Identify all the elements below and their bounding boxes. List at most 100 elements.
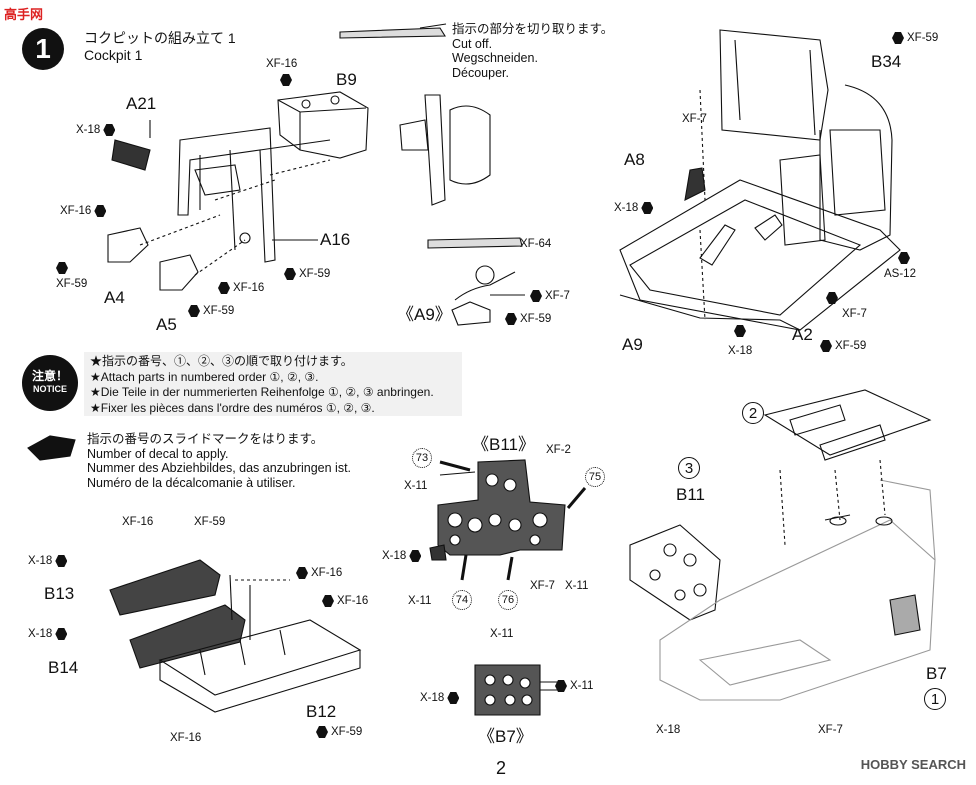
- paint-callout: XF-16: [218, 282, 264, 294]
- paint-hex-icon: [103, 124, 116, 136]
- paint-callout: X-18: [656, 724, 681, 736]
- cut-off-instruction: 指示の部分を切り取ります。 Cut off. Wegschneiden. Déc…: [452, 22, 613, 80]
- part-label-a4: A4: [104, 288, 125, 307]
- cut-off-line-jp: 指示の部分を切り取ります。: [452, 22, 614, 36]
- paint-hex-icon: [55, 628, 68, 640]
- cockpit-tub-drawing: [620, 30, 900, 330]
- notice-line-en: ★Attach parts in numbered order ①, ②, ③.: [90, 369, 319, 384]
- order-circle-1: 1: [924, 688, 946, 710]
- paint-hex-icon: [641, 202, 654, 214]
- part-label-b7: B7: [926, 664, 947, 683]
- gun-assembly-drawing: [110, 560, 360, 712]
- paint-callout: X-11: [490, 628, 514, 640]
- paint-callout: XF-59: [820, 340, 866, 352]
- paint-callout: XF-59: [284, 268, 330, 280]
- paint-callout: XF-7: [682, 113, 707, 125]
- paint-callout: XF-7: [818, 724, 843, 736]
- paint-hex-icon: [280, 74, 292, 86]
- decal-number-76: 76: [498, 590, 518, 610]
- paint-callout: XF-16: [296, 567, 342, 579]
- notice-badge-jp: 注意！: [31, 369, 68, 383]
- watermark: HOBBY SEARCH: [860, 757, 966, 772]
- paint-callout: X-18: [382, 550, 422, 562]
- paint-callout: XF-59: [892, 32, 938, 44]
- paint-callout: X-18: [728, 345, 753, 357]
- paint-callout: XF-59: [505, 313, 551, 325]
- paint-callout: XF-16: [60, 205, 107, 217]
- part-label-a21: A21: [126, 94, 157, 113]
- paint-callout: X-11: [555, 680, 593, 692]
- part-label-a2: A2: [792, 325, 813, 344]
- paint-hex-icon: [55, 555, 68, 567]
- paint-hex-icon: [188, 305, 200, 317]
- paint-callout: XF-59: [316, 726, 362, 738]
- paint-hex-icon: [898, 252, 910, 264]
- paint-hex-icon: [505, 313, 517, 325]
- paint-callout: [826, 292, 838, 304]
- paint-callout: X-18: [614, 202, 654, 214]
- decal-line-fr: Numéro de la décalcomanie à utiliser.: [87, 475, 296, 490]
- paint-hex-icon: [218, 282, 230, 294]
- part-label-a8: A8: [624, 150, 645, 169]
- cockpit-frame-drawing: [108, 92, 368, 290]
- paint-callout: XF-16: [322, 595, 368, 607]
- paint-callout: X-18: [420, 692, 460, 704]
- step-title: コクピットの組み立て 1: [84, 30, 236, 46]
- paint-callout: XF-64: [520, 238, 552, 250]
- paint-callout: XF-2: [546, 444, 571, 456]
- paint-hex-icon: [316, 726, 328, 738]
- paint-callout: XF-7: [530, 580, 555, 592]
- paint-callout: X-18: [28, 628, 68, 640]
- paint-callout: XF-16: [122, 516, 154, 528]
- paint-callout: XF-16: [266, 58, 298, 70]
- page-number: 2: [496, 758, 507, 778]
- paint-hex-icon: [296, 567, 308, 579]
- paint-callout: X-18: [28, 555, 68, 567]
- part-label-a9-detail: 《A9》: [397, 305, 452, 324]
- paint-hex-icon: [826, 292, 838, 304]
- decal-instruction: 指示の番号のスライドマークをはります。 Number of decal to a…: [87, 432, 351, 490]
- part-label-b14: B14: [48, 658, 79, 677]
- part-label-a9: A9: [622, 335, 643, 354]
- paint-hex-icon: [892, 32, 904, 44]
- order-circle-3: 3: [678, 457, 700, 479]
- paint-hex-icon: [284, 268, 296, 280]
- decal-line-en: Number of decal to apply.: [87, 446, 229, 461]
- part-label-b11-detail: 《B11》: [472, 435, 535, 454]
- cut-off-drawing: [340, 24, 525, 325]
- part-label-b9: B9: [336, 70, 357, 89]
- paint-callout: X-18: [76, 124, 116, 136]
- paint-hex: [280, 74, 292, 86]
- notice-line-jp: ★指示の番号、①、②、③の順で取り付けます。: [90, 354, 353, 368]
- decal-line-jp: 指示の番号のスライドマークをはります。: [87, 432, 324, 446]
- decal-number-74: 74: [452, 590, 472, 610]
- part-label-b34: B34: [871, 52, 902, 71]
- notice-line-fr: ★Fixer les pièces dans l'ordre des numér…: [90, 400, 375, 415]
- cut-off-line-en: Cut off.: [452, 36, 493, 51]
- decal-line-de: Nummer des Abziehbildes, das anzubringen…: [87, 461, 352, 475]
- cut-off-line-de: Wegschneiden.: [452, 51, 538, 65]
- notice-badge: 注意！ NOTICE: [22, 355, 78, 411]
- paint-hex-icon: [409, 550, 422, 562]
- decal-number-75: 75: [585, 467, 605, 487]
- paint-callout: [734, 325, 746, 337]
- paint-hex-icon: [820, 340, 832, 352]
- notice-box: ★指示の番号、①、②、③の順で取り付けます。 ★Attach parts in …: [84, 352, 462, 416]
- paint-hex-icon: [447, 692, 460, 704]
- step-number-badge: 1: [22, 28, 64, 70]
- paint-hex-icon: [322, 595, 334, 607]
- watermark-top: 高手网: [4, 7, 44, 22]
- notice-badge-en: NOTICE: [32, 384, 67, 394]
- paint-callout: XF-7: [530, 290, 570, 302]
- step-subtitle: Cockpit 1: [84, 47, 143, 63]
- paint-hex-icon: [734, 325, 746, 337]
- part-label-b13: B13: [44, 584, 75, 603]
- paint-callout: X-11: [404, 480, 428, 492]
- part-label-a5: A5: [156, 315, 177, 334]
- paint-hex-icon: [530, 290, 542, 302]
- order-circle-2: 2: [742, 402, 764, 424]
- paint-callout: [898, 252, 910, 264]
- instrument-panel-b7-drawing: [475, 665, 560, 715]
- instrument-panel-b11-drawing: [430, 460, 565, 560]
